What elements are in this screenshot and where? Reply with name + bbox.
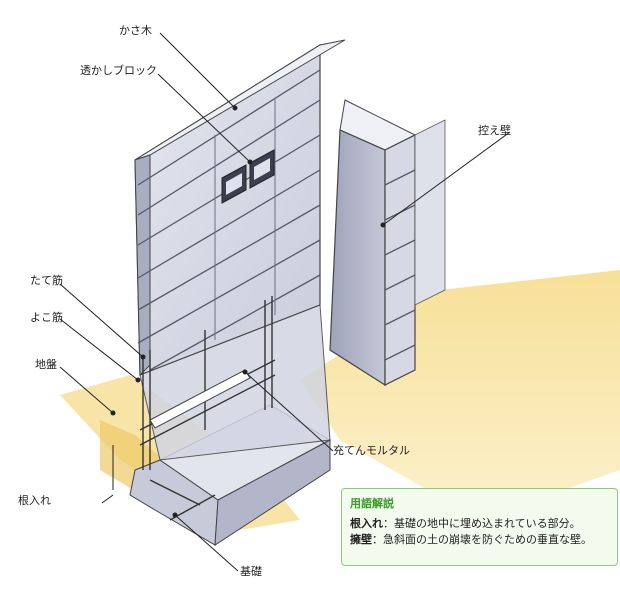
glossary-item: 擁壁：急斜面の土の崩壊を防ぐための垂直な壁。: [350, 532, 609, 548]
glossary-title: 用語解説: [350, 497, 394, 510]
leader-lines: [59, 32, 511, 572]
label-buttress: 控え壁: [478, 124, 511, 137]
glossary-item: 根入れ：基礎の地中に埋め込まれている部分。: [350, 516, 609, 532]
label-ground: 地盤: [35, 358, 57, 371]
glossary-sep: ：: [383, 517, 394, 530]
leader-dots: [110, 105, 386, 518]
glossary-box: 用語解説 根入れ：基礎の地中に埋め込まれている部分。 擁壁：急斜面の土の崩壊を防…: [341, 488, 618, 566]
label-foundation: 基礎: [240, 565, 262, 578]
label-horizontal-rebar: よこ筋: [30, 311, 63, 324]
label-embedment: 根入れ: [18, 494, 51, 507]
mortar-fill: [149, 369, 251, 429]
glossary-desc: 基礎の地中に埋め込まれている部分。: [394, 517, 581, 530]
main-wall: [134, 39, 346, 461]
glossary-sep: ：: [372, 533, 383, 546]
label-kasagi: かさ木: [119, 24, 152, 37]
glossary-term: 擁壁: [350, 533, 372, 546]
buttress: [329, 99, 446, 387]
glossary-desc: 急斜面の土の崩壊を防ぐための垂直な壁。: [383, 533, 592, 546]
label-mortar-fill: 充てんモルタル: [333, 444, 410, 457]
label-perforated-block: 透かしブロック: [80, 64, 157, 77]
glossary-term: 根入れ: [350, 517, 383, 530]
label-vertical-rebar: たて筋: [30, 274, 63, 287]
perforated-block: [221, 149, 275, 204]
